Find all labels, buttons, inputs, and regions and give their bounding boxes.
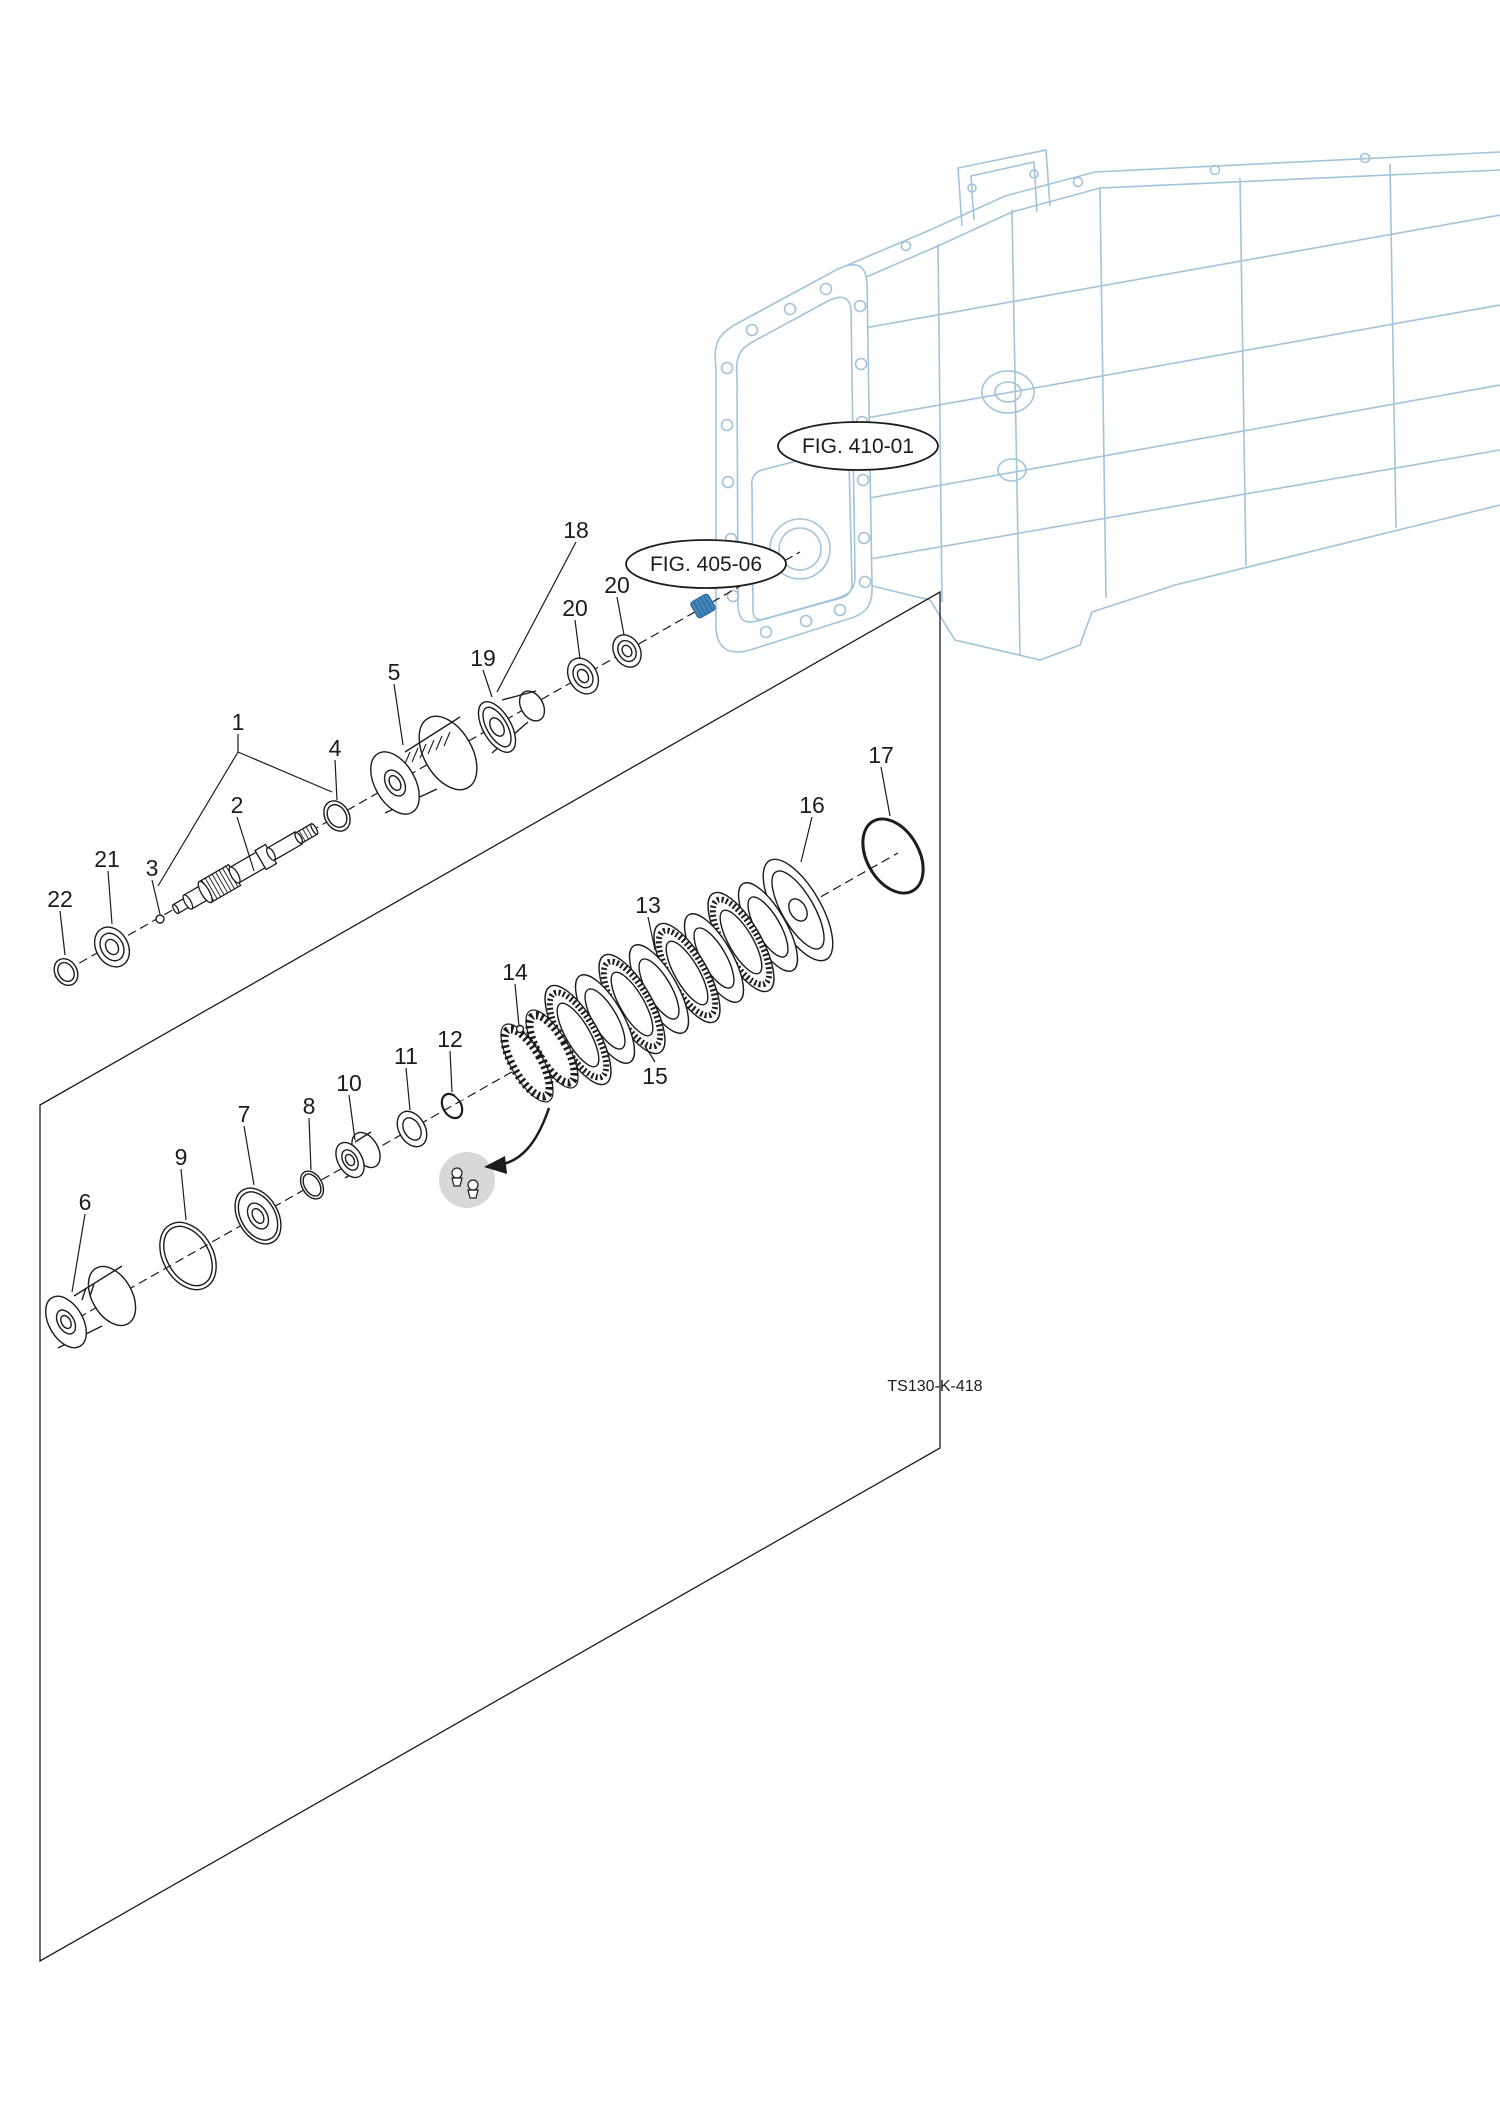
part-6-drum-cap — [44, 1265, 137, 1349]
part-label-8[interactable]: 8 — [303, 1093, 316, 1119]
part-label-2[interactable]: 2 — [231, 792, 244, 818]
lower-assembly — [44, 814, 925, 1349]
part-9-oring-large — [159, 1221, 217, 1291]
steel-plate — [737, 882, 799, 972]
friction-disc — [653, 922, 721, 1024]
part-label-11[interactable]: 11 — [394, 1043, 418, 1069]
part-label-13[interactable]: 13 — [635, 892, 661, 918]
check-ball — [451, 1167, 463, 1179]
figure-callout-405-06[interactable]: FIG. 405-06 — [625, 539, 787, 589]
part-20-bearing-b — [612, 634, 642, 668]
part-label-1[interactable]: 1 — [232, 709, 245, 735]
part-label-5[interactable]: 5 — [388, 659, 401, 685]
figure-callout-410-01[interactable]: FIG. 410-01 — [777, 421, 939, 471]
leader-20b — [616, 596, 625, 636]
drawing-code: TS130-K-418 — [887, 1378, 982, 1395]
part-label-20a[interactable]: 20 — [562, 595, 588, 621]
part-label-19[interactable]: 19 — [470, 645, 496, 671]
part-19-collar — [477, 690, 546, 754]
leader-8 — [308, 1117, 312, 1171]
part-label-6[interactable]: 6 — [79, 1189, 92, 1215]
part-5-clutch-drum — [370, 715, 478, 815]
part-16-pressure-plate — [762, 858, 834, 962]
leader-5 — [393, 683, 404, 746]
upper-assembly — [53, 593, 716, 987]
leader-2 — [236, 816, 255, 872]
part-label-22[interactable]: 22 — [47, 886, 73, 912]
figure-callout-405-06-label: FIG. 405-06 — [650, 553, 762, 576]
part-label-21[interactable]: 21 — [94, 846, 120, 872]
blue-plug — [690, 593, 716, 619]
leader-11 — [405, 1067, 411, 1111]
figure-callout-410-01-label: FIG. 410-01 — [802, 435, 914, 458]
leader-20a — [574, 619, 581, 660]
part-label-17[interactable]: 17 — [868, 742, 894, 768]
part-label-18[interactable]: 18 — [563, 517, 589, 543]
part-label-7[interactable]: 7 — [238, 1101, 251, 1127]
detail-circle — [439, 1152, 495, 1208]
check-ball — [467, 1179, 479, 1191]
leader-21 — [107, 870, 113, 925]
part-8-oring — [299, 1170, 325, 1200]
part-4-snap-ring — [323, 800, 351, 832]
part-label-9[interactable]: 9 — [175, 1144, 188, 1170]
part-3-pin — [155, 914, 165, 924]
leader-7 — [243, 1125, 255, 1186]
leader-4 — [334, 759, 338, 801]
part-label-15[interactable]: 15 — [642, 1063, 668, 1089]
part-label-10[interactable]: 10 — [336, 1070, 362, 1096]
check-ball-seat — [451, 1177, 463, 1187]
part-11-washer — [396, 1110, 428, 1148]
leader-19 — [482, 669, 493, 698]
steel-plate — [683, 913, 745, 1003]
part-label-3[interactable]: 3 — [146, 855, 159, 881]
part-21-bearing — [93, 926, 131, 968]
transmission-housing — [714, 149, 1500, 661]
leader-6 — [71, 1213, 86, 1293]
friction-disc — [707, 891, 775, 993]
leader-1 — [157, 734, 333, 887]
friction-disc — [544, 984, 612, 1086]
leader-13 — [647, 916, 656, 951]
clutch-pack — [500, 882, 799, 1103]
check-ball-seat — [467, 1189, 479, 1199]
leader-18 — [496, 541, 577, 693]
part-12-snap-ring — [440, 1090, 466, 1120]
part-10-seal-collar — [335, 1131, 381, 1179]
part-label-14[interactable]: 14 — [502, 959, 528, 985]
diagram-border — [39, 590, 941, 1963]
leader-12 — [449, 1050, 453, 1093]
part-2-shaft — [172, 822, 319, 915]
leader-9 — [180, 1168, 187, 1221]
part-label-20b[interactable]: 20 — [604, 572, 630, 598]
part-20-bearing-a — [566, 657, 600, 695]
leader-22 — [59, 910, 66, 956]
leader-3 — [151, 879, 161, 915]
wave-spring — [500, 1023, 554, 1103]
detail-arrowhead — [484, 1156, 507, 1174]
part-label-12[interactable]: 12 — [437, 1026, 463, 1052]
leader-10 — [348, 1094, 356, 1141]
part-14-clip — [515, 1024, 525, 1034]
part-7-piston — [234, 1187, 282, 1245]
part-22-oring — [53, 957, 79, 987]
part-label-4[interactable]: 4 — [329, 735, 342, 761]
part-label-16[interactable]: 16 — [799, 792, 825, 818]
part-17-snap-ring — [861, 814, 925, 895]
detail-callout — [439, 1107, 551, 1208]
leader-16 — [800, 816, 813, 863]
leader-17 — [880, 766, 891, 817]
flange-bolt-holes — [720, 282, 872, 639]
detail-arrow — [502, 1107, 551, 1166]
leader-15 — [644, 1045, 656, 1063]
part-labels: 1 2 3 4 5 6 7 8 9 10 11 12 13 14 15 16 1… — [47, 517, 894, 1215]
leader-lines — [59, 541, 891, 1293]
leader-14 — [514, 983, 520, 1027]
